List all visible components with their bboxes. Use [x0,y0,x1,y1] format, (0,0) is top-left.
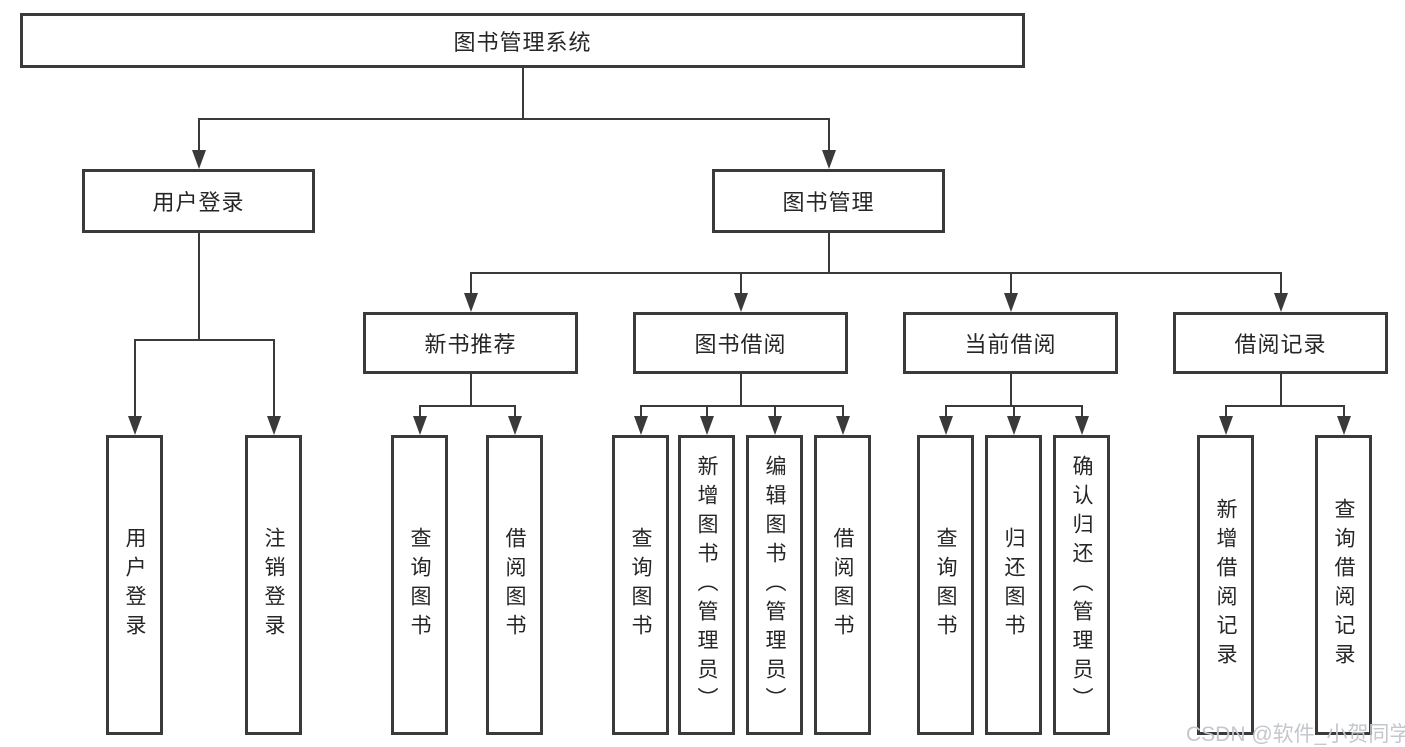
connector-line [705,405,708,417]
connector-line [827,233,830,272]
node-label: 注销登录 [262,527,285,643]
connector-line [1224,405,1227,417]
node-label: 当前借阅 [964,332,1057,357]
node-current-borrowing: 当前借阅 [903,312,1118,374]
watermark: CSDN @软件_小贺同学 [1186,723,1405,746]
node-leaf-edit-book-admin: 编辑图书（管理员） [746,435,803,735]
node-label: 借阅图书 [503,527,526,643]
node-label: 借阅图书 [831,527,854,643]
node-label: 图书借阅 [694,332,787,357]
node-label: 借阅记录 [1234,332,1327,357]
connector-line [827,118,830,151]
arrow-down-icon [1006,416,1021,435]
arrow-down-icon [1336,416,1351,435]
connector-line [1279,374,1282,405]
arrow-down-icon [127,416,142,435]
node-leaf-add-borrow-record: 新增借阅记录 [1197,435,1254,735]
arrow-down-icon [412,416,427,435]
node-borrowing-records: 借阅记录 [1173,312,1388,374]
connector-line [133,339,136,417]
connector-line [197,233,200,339]
node-new-book-recommendation: 新书推荐 [363,312,578,374]
connector-line [513,405,516,417]
connector-line [272,339,275,417]
node-leaf-confirm-return-admin: 确认归还（管理员） [1053,435,1110,735]
node-leaf-query-books-borrowing: 查询图书 [612,435,669,735]
node-leaf-return-books: 归还图书 [985,435,1042,735]
connector-line [1224,405,1345,407]
node-label: 用户登录 [123,527,146,643]
node-root: 图书管理系统 [20,13,1025,68]
connector-line [739,272,742,294]
node-label: 新增图书（管理员） [695,454,718,716]
arrow-down-icon [507,416,522,435]
connector-line [418,405,421,417]
connector-line [197,118,200,151]
node-leaf-logout: 注销登录 [245,435,302,735]
arrow-down-icon [463,293,478,312]
node-label: 图书管理 [782,190,875,215]
node-book-borrowing: 图书借阅 [633,312,848,374]
node-leaf-query-borrow-record: 查询借阅记录 [1315,435,1372,735]
arrow-down-icon [699,416,714,435]
arrow-down-icon [733,293,748,312]
arrow-down-icon [1218,416,1233,435]
arrow-down-icon [1074,416,1089,435]
node-label: 查询图书 [629,527,652,643]
node-label: 确认归还（管理员） [1070,454,1093,716]
node-leaf-borrow-books-recommend: 借阅图书 [486,435,543,735]
node-root-label: 图书管理系统 [453,29,592,55]
connector-line [1009,374,1012,405]
node-book-management: 图书管理 [712,169,945,233]
connector-line [1012,405,1015,417]
node-leaf-query-books-recommend: 查询图书 [391,435,448,735]
arrow-down-icon [767,416,782,435]
connector-line [1009,272,1012,294]
arrow-down-icon [191,150,206,169]
connector-line [1342,405,1345,417]
node-label: 编辑图书（管理员） [763,454,786,716]
connector-line [469,272,1282,274]
node-label: 新增借阅记录 [1214,498,1237,672]
connector-line [841,405,844,417]
connector-line [773,405,776,417]
arrow-down-icon [821,150,836,169]
connector-line [469,272,472,294]
connector-line [469,374,472,405]
node-user-login: 用户登录 [82,169,315,233]
connector-line [133,339,275,341]
node-label: 查询借阅记录 [1332,498,1355,672]
connector-line [639,405,642,417]
node-leaf-borrow-books: 借阅图书 [814,435,871,735]
arrow-down-icon [938,416,953,435]
arrow-down-icon [633,416,648,435]
connector-line [418,405,516,407]
connector-line [521,68,524,118]
connector-line [197,118,830,120]
arrow-down-icon [835,416,850,435]
node-leaf-query-books-current: 查询图书 [917,435,974,735]
connector-line [944,405,947,417]
connector-line [739,374,742,405]
node-leaf-add-book-admin: 新增图书（管理员） [678,435,735,735]
node-label: 查询图书 [934,527,957,643]
node-label: 归还图书 [1002,527,1025,643]
connector-line [1279,272,1282,294]
connector-line [639,405,844,407]
node-label: 查询图书 [408,527,431,643]
node-label: 新书推荐 [424,332,517,357]
node-leaf-user-login: 用户登录 [106,435,163,735]
connector-line [1080,405,1083,417]
arrow-down-icon [266,416,281,435]
arrow-down-icon [1273,293,1288,312]
arrow-down-icon [1003,293,1018,312]
node-label: 用户登录 [152,190,245,215]
